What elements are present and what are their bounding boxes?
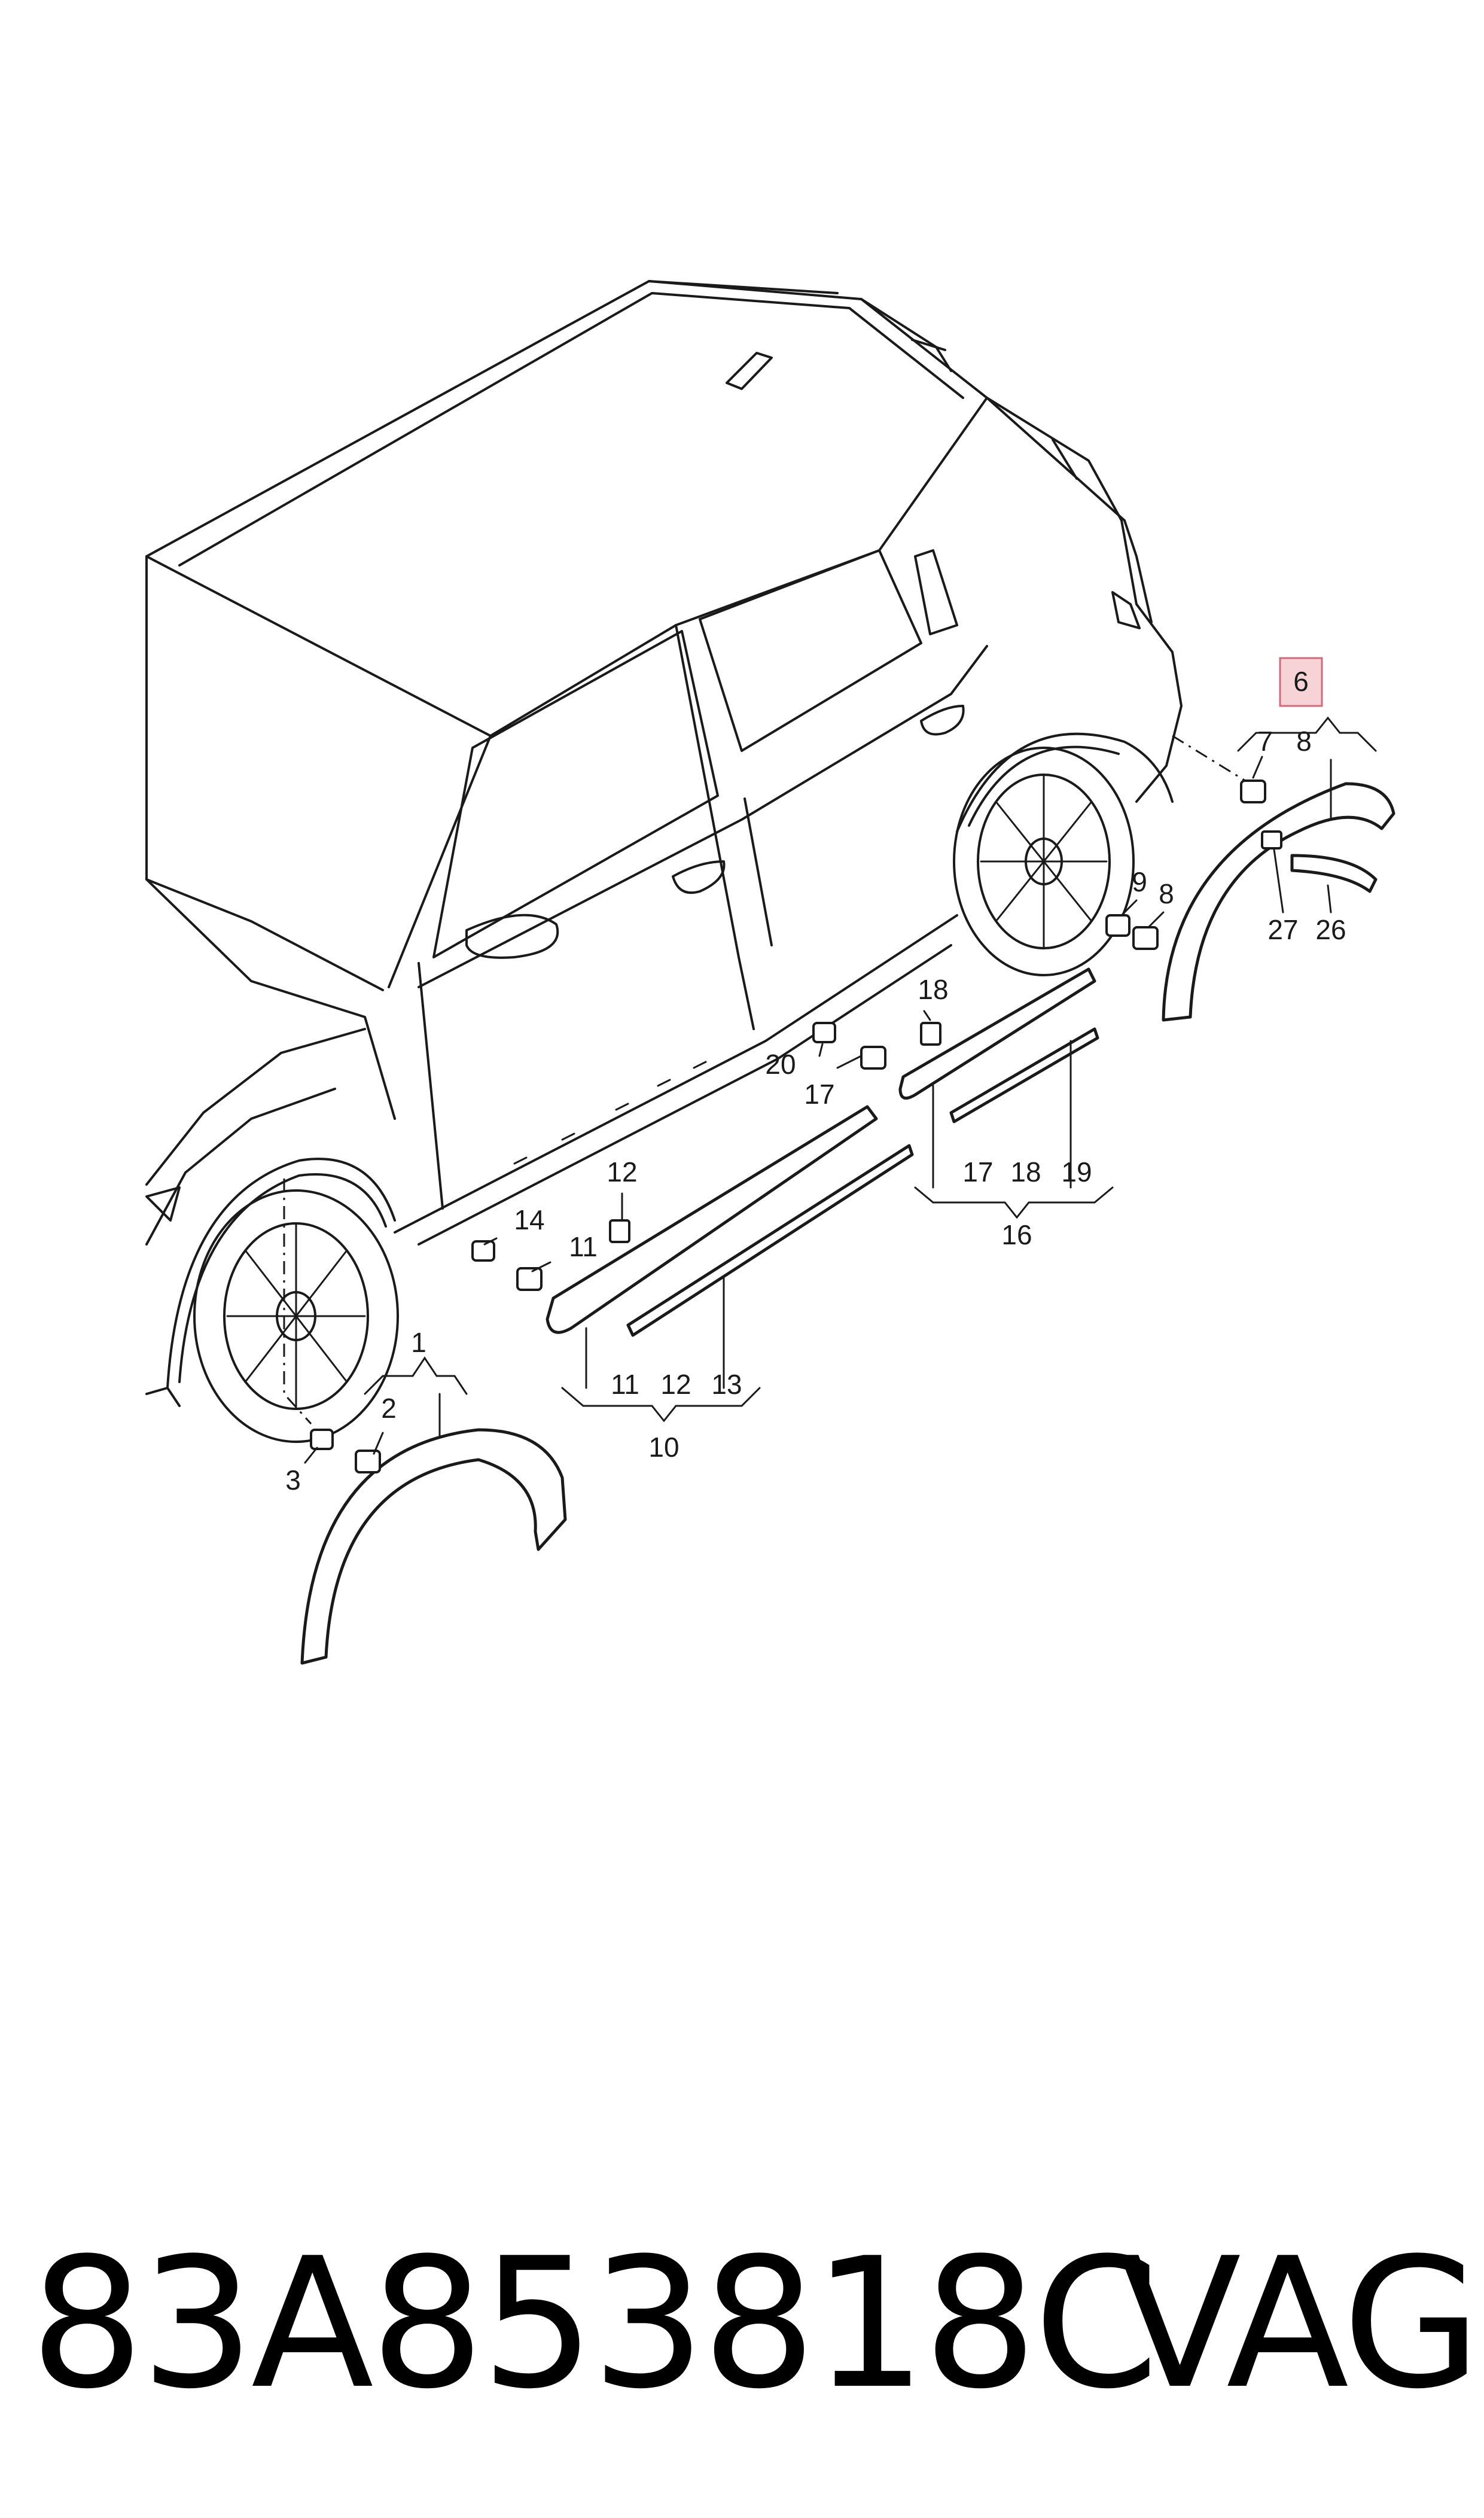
clip-7 [1240, 780, 1266, 803]
callout-lines [304, 716, 1377, 1464]
callout-17: 17 [962, 1156, 993, 1188]
brand-label: VAG [1119, 2219, 1481, 2428]
clip-27 [1261, 830, 1282, 850]
clip-18 [920, 1022, 941, 1046]
footer: 83A853818C VAG [0, 2225, 1484, 2423]
callout-6: 6 [1293, 666, 1309, 697]
callout-10: 10 [648, 1432, 679, 1463]
bracket-26 [1290, 854, 1378, 893]
callout-16: 16 [1001, 1219, 1032, 1250]
callout-20: 20 [765, 1049, 796, 1080]
front-door-trim-11 [546, 1105, 878, 1334]
clip-12 [609, 1219, 630, 1243]
callout-1: 1 [411, 1327, 426, 1358]
clip-20 [812, 1022, 836, 1043]
clip-2 [355, 1450, 381, 1473]
callout-27: 27 [1267, 914, 1298, 945]
callout-12: 12 [607, 1156, 637, 1188]
callout-18: 18 [1010, 1156, 1041, 1188]
callout-17: 17 [804, 1079, 834, 1110]
car-outline [145, 280, 1183, 1443]
callout-19: 19 [1061, 1156, 1092, 1188]
callout-11: 11 [611, 1369, 639, 1400]
callout-9: 9 [1132, 866, 1147, 897]
callout-7: 7 [1257, 726, 1273, 757]
callout-13: 13 [711, 1369, 742, 1400]
callout-14: 14 [514, 1204, 544, 1235]
clip-17 [860, 1046, 886, 1070]
callout-18: 18 [918, 974, 948, 1005]
clip-3 [310, 1429, 334, 1450]
callout-3: 3 [285, 1464, 301, 1496]
callout-8: 8 [1296, 726, 1312, 757]
parts [300, 780, 1395, 1665]
clip-11 [516, 1267, 543, 1291]
clip-8-rear [1132, 926, 1159, 950]
callout-2: 2 [381, 1393, 397, 1424]
clip-9 [1105, 914, 1130, 937]
clip-14 [471, 1240, 495, 1262]
callout-26: 26 [1315, 914, 1346, 945]
rear-wheel-arch-trim [1162, 782, 1395, 1022]
rear-door-trim-17 [898, 967, 1096, 1100]
rear-door-strip-19 [949, 1027, 1099, 1123]
front-door-strip-13 [626, 1144, 914, 1337]
part-number: 83A853818C [30, 2219, 1159, 2428]
callout-12: 12 [660, 1369, 691, 1400]
leader-lines [283, 735, 1251, 1425]
callout-8: 8 [1159, 878, 1174, 909]
front-wheel-arch-trim [300, 1428, 567, 1665]
callout-11: 11 [569, 1231, 598, 1262]
highlight-part-6 [1279, 657, 1323, 707]
callout-labels: 6 7 8 9 8 27 26 18 20 17 17 18 19 16 12 … [285, 666, 1346, 1496]
